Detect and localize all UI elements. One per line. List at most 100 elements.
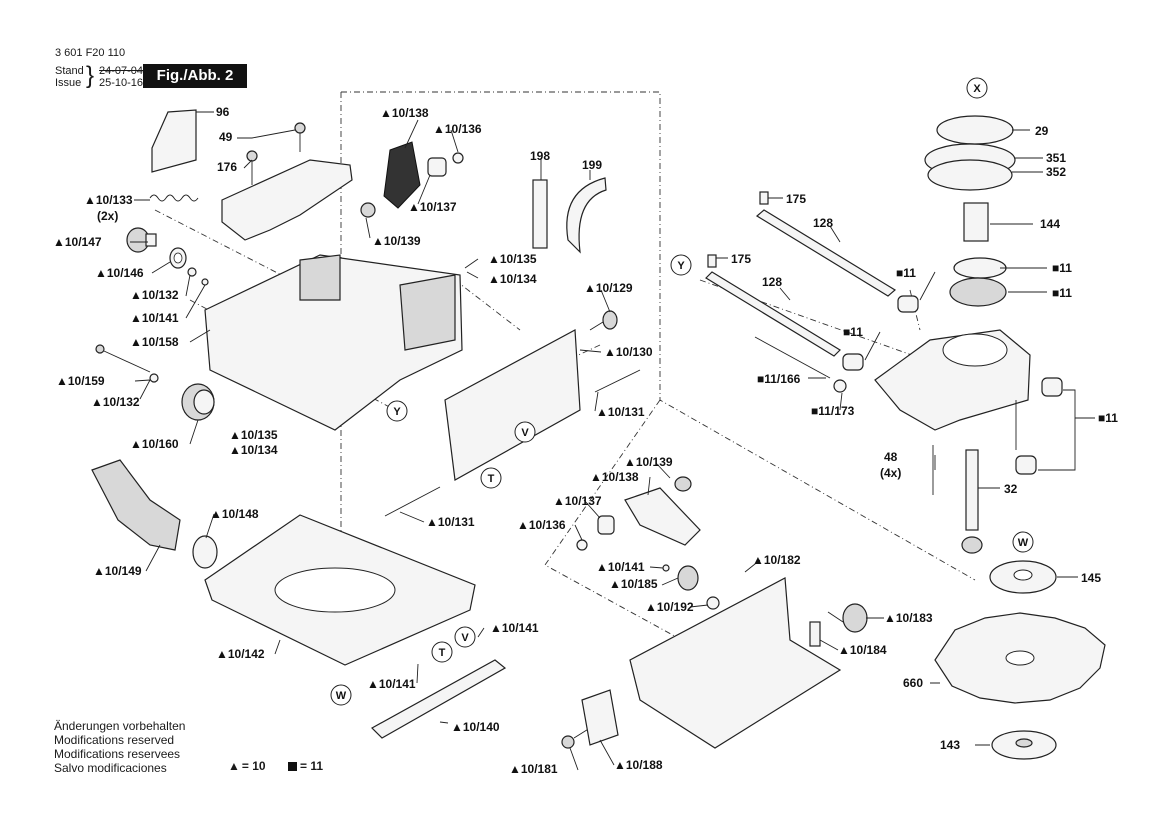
part-198-strip xyxy=(532,179,548,249)
part-10-132-washer-b xyxy=(149,373,159,383)
part-175-pin-b xyxy=(707,254,717,268)
label-175b: 175 xyxy=(731,252,751,266)
label-10-139a: ▲10/139 xyxy=(372,234,421,248)
part-10-136-washer xyxy=(452,152,464,164)
part-11-bearing-top xyxy=(949,257,1007,307)
label-10-146: ▲10/146 xyxy=(95,266,144,280)
square-icon xyxy=(288,762,297,771)
part-10-139-screw-b xyxy=(674,476,692,492)
part-128-rod-b xyxy=(705,271,841,357)
issue-label: Issue xyxy=(55,77,82,89)
part-11-bush-d xyxy=(1015,455,1037,475)
label-11-173: ■11/173 xyxy=(811,404,855,418)
label-175a: 175 xyxy=(786,192,806,206)
note-en: Modifications reserved xyxy=(54,733,175,747)
label-10-137a: ▲10/137 xyxy=(408,200,457,214)
label-10-192: ▲10/192 xyxy=(645,600,694,614)
label-10-141c: ▲10/141 xyxy=(367,677,416,691)
label-10-141a: ▲10/141 xyxy=(130,311,179,325)
label-4x: (4x) xyxy=(880,466,901,480)
label-10-158: ▲10/158 xyxy=(130,335,179,349)
part-10-137-sleeve xyxy=(427,157,447,177)
part-10-183-knob xyxy=(827,603,868,633)
label-10-159: ▲10/159 xyxy=(56,374,105,388)
part-10-131-rod-a xyxy=(594,369,641,393)
gearbox-bore xyxy=(942,333,1008,367)
label-10-141b: ▲10/141 xyxy=(490,621,539,635)
label-660: 660 xyxy=(903,676,923,690)
label-10-142: ▲10/142 xyxy=(216,647,265,661)
svg-text:W: W xyxy=(336,690,347,702)
label-32: 32 xyxy=(1004,482,1018,496)
label-128a: 128 xyxy=(813,216,833,230)
part-10-141-clip xyxy=(201,278,209,286)
triangle-icon: ▲ xyxy=(228,759,240,773)
label-48: 48 xyxy=(884,450,898,464)
part-10-129-screw xyxy=(589,310,618,331)
stand-label: Stand xyxy=(55,65,84,77)
part-144-sleeve xyxy=(963,202,989,242)
label-10-160: ▲10/160 xyxy=(130,437,179,451)
label-10-133: ▲10/133 xyxy=(84,193,133,207)
guide-lines xyxy=(154,209,941,411)
label-10-140: ▲10/140 xyxy=(451,720,500,734)
marker-t-bottom: T xyxy=(431,641,453,663)
label-10-138b: ▲10/138 xyxy=(590,470,639,484)
base-rear-fence xyxy=(399,274,456,351)
part-10-137-sleeve-b xyxy=(597,515,615,535)
part-10-184-insert xyxy=(809,621,821,647)
label-10-139b: ▲10/139 xyxy=(624,455,673,469)
part-10-181-screw xyxy=(561,727,591,749)
part-128-rod-a xyxy=(755,209,897,297)
part-11-bush-b xyxy=(842,353,864,371)
label-2x: (2x) xyxy=(97,209,118,223)
legend-square: = 11 xyxy=(288,759,323,773)
label-128b: 128 xyxy=(762,275,782,289)
label-49: 49 xyxy=(219,130,233,144)
part-10-148-oring xyxy=(192,535,218,569)
part-11-bush-c xyxy=(1041,377,1063,397)
label-10-138a: ▲10/138 xyxy=(380,106,429,120)
part-10-192-washer xyxy=(706,596,720,610)
label-10-148: ▲10/148 xyxy=(210,507,259,521)
part-10-188-clamp xyxy=(581,689,619,746)
part-352-plate xyxy=(927,159,1013,191)
marker-x: X xyxy=(966,77,988,99)
label-145: 145 xyxy=(1081,571,1101,585)
part-143-flange xyxy=(991,730,1057,760)
part-10-141-clip-b xyxy=(662,564,670,572)
part-29-seal xyxy=(936,115,1014,145)
label-352: 352 xyxy=(1046,165,1066,179)
label-143: 143 xyxy=(940,738,960,752)
doc-number: 3 601 F20 110 xyxy=(55,47,126,59)
label-10-185: ▲10/185 xyxy=(609,577,658,591)
label-198: 198 xyxy=(530,149,550,163)
part-11-173-nut xyxy=(833,379,847,393)
label-199: 199 xyxy=(582,158,602,172)
marker-w-right: W xyxy=(1012,531,1034,553)
svg-text:T: T xyxy=(488,473,495,485)
part-10-149-hose xyxy=(91,459,181,551)
part-10-140-guide xyxy=(371,659,507,739)
part-199-band xyxy=(566,177,607,254)
svg-text:V: V xyxy=(521,427,529,439)
label-10-131a: ▲10/131 xyxy=(596,405,645,419)
marker-w-bottom: W xyxy=(330,684,352,706)
svg-text:Y: Y xyxy=(677,260,685,272)
label-10-131b: ▲10/131 xyxy=(426,515,475,529)
part-11-166-spring xyxy=(754,336,831,379)
legend-triangle: ▲= 10 xyxy=(228,759,266,773)
part-10-147-knob xyxy=(126,227,157,253)
label-10-136a: ▲10/136 xyxy=(433,122,482,136)
label-176: 176 xyxy=(217,160,237,174)
base-front-fence xyxy=(299,254,341,301)
label-10-132a: ▲10/132 xyxy=(130,288,179,302)
part-10-146-washer xyxy=(169,247,187,269)
label-10-183: ▲10/183 xyxy=(884,611,933,625)
leader-lines xyxy=(130,111,1095,771)
label-351: 351 xyxy=(1046,151,1066,165)
marker-y-right: Y xyxy=(670,254,692,276)
part-32-spindle xyxy=(961,449,983,554)
label-10-184: ▲10/184 xyxy=(838,643,887,657)
